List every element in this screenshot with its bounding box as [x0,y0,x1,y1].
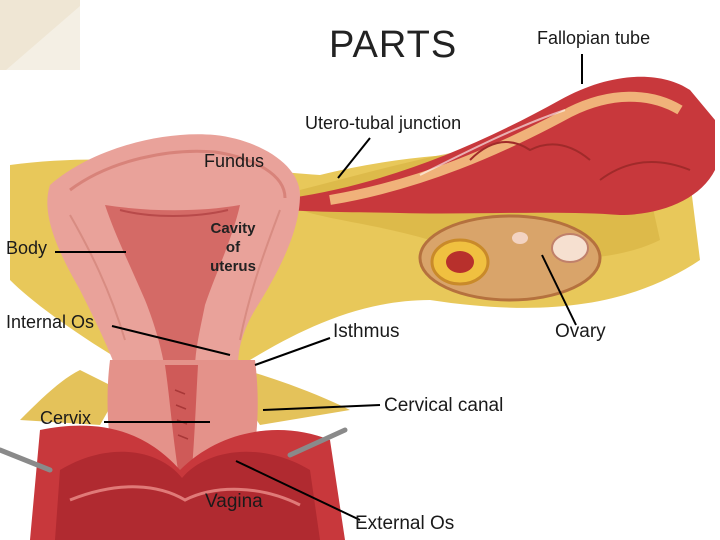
label-cavity-of-uterus: Cavity of uterus [204,219,262,276]
label-isthmus: Isthmus [333,321,400,342]
forceps-icon [0,427,348,473]
uterine-cavity [105,205,240,370]
leader-lines [55,54,583,521]
label-cavity-line1: Cavity [210,220,256,237]
label-cervical-canal: Cervical canal [384,395,504,416]
page-title: PARTS [329,24,458,66]
label-vagina: Vagina [205,491,263,512]
label-body: Body [6,238,48,258]
label-utero-tubal-junction: Utero-tubal junction [305,113,462,133]
label-cervix: Cervix [40,408,92,428]
label-external-os: External Os [355,513,455,534]
label-ovary: Ovary [555,321,606,342]
label-cavity-line2: of [225,239,241,256]
label-fallopian-tube: Fallopian tube [537,28,651,48]
label-fundus: Fundus [204,151,265,171]
label-cavity-line3: uterus [210,258,256,275]
corner-decoration [0,0,80,70]
label-internal-os: Internal Os [6,312,95,332]
